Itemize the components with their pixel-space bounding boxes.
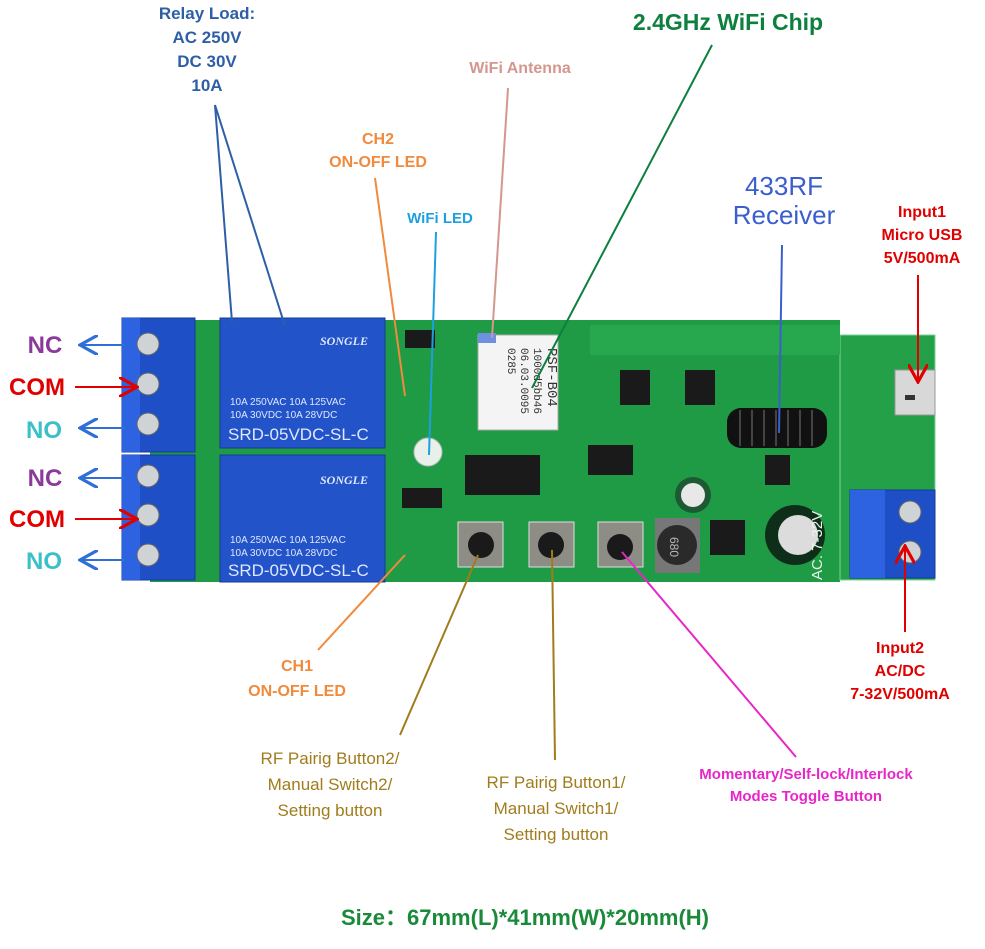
terminal-label-no: NO: [26, 548, 62, 575]
relay-brand: SONGLE: [320, 473, 368, 487]
silkscreen-voltage: AC. 7-32V: [809, 511, 826, 580]
ic-chip: [402, 488, 442, 508]
pointer-ch1-led: [317, 554, 406, 651]
label-line: AC/DC: [874, 663, 926, 680]
label-line: Receiver: [732, 200, 836, 230]
label-line: AC 250V: [172, 28, 242, 47]
pointer-wifi-chip: [531, 44, 713, 389]
terminal-label-no: NO: [26, 417, 62, 444]
relay-model: SRD-05VDC-SL-C: [228, 561, 369, 580]
button1-label: RF Pairig Button1/ Manual Switch1/ Setti…: [487, 770, 626, 848]
pointer-ch2-led: [374, 177, 406, 397]
module-text: 06.03.0095: [517, 348, 529, 414]
label-line: Setting button: [277, 801, 383, 820]
pointer-button2: [399, 554, 479, 736]
input2-label: Input2 AC/DC 7-32V/500mA: [850, 637, 950, 706]
ic-chip: [620, 370, 650, 405]
module-text: PSF-B04: [543, 348, 559, 407]
label-line: RF Pairig Button2/: [260, 749, 400, 768]
micro-usb-port: [894, 369, 936, 416]
label-line: ON-OFF LED: [248, 683, 346, 700]
mode-button-label: Momentary/Self-lock/Interlock Modes Togg…: [699, 764, 912, 808]
size-label: Size：67mm(L)*41mm(W)*20mm(H): [341, 905, 709, 930]
label-line: 10A: [191, 76, 223, 95]
ic-chip: [710, 520, 745, 555]
ch1-led-label: CH1 ON-OFF LED: [248, 654, 346, 704]
inductor-text: 680: [667, 537, 681, 557]
wifi-chip-label: 2.4GHz WiFi Chip: [632, 9, 824, 35]
label-line: 433RF: [744, 171, 824, 201]
label-line: 5V/500mA: [883, 250, 961, 267]
wifi-antenna-label: WiFi Antenna: [469, 60, 571, 77]
pointer-relay-load-1: [214, 104, 233, 323]
rf-coil: [727, 408, 827, 448]
wifi-led-label: WiFi LED: [407, 210, 473, 227]
button2-label: RF Pairig Button2/ Manual Switch2/ Setti…: [261, 746, 400, 824]
label-line: 7-32V/500mA: [850, 686, 950, 703]
pointer-wifi-led: [428, 231, 437, 456]
label-line: RF Pairig Button1/: [486, 773, 626, 792]
label-line: Manual Switch1/: [493, 799, 619, 818]
rf-receiver-label: 433RF Receiver: [733, 172, 836, 230]
label-line: Relay Load:: [158, 4, 256, 23]
power-terminal-block: [849, 489, 936, 579]
relay-rating: 10A 250VAC 10A 125VAC: [230, 535, 346, 546]
label-line: Input1: [898, 204, 946, 221]
button-rf-pairing-2[interactable]: [457, 521, 504, 568]
terminal-label-nc: NC: [27, 332, 63, 359]
ch2-led-label: CH2 ON-OFF LED: [329, 128, 427, 174]
label-line: CH2: [361, 131, 395, 148]
pointer-wifi-antenna: [491, 87, 509, 339]
regulator: [588, 445, 633, 475]
relay-rating: 10A 250VAC 10A 125VAC: [230, 397, 346, 408]
button-mode-toggle[interactable]: [597, 521, 644, 568]
relay-model: SRD-05VDC-SL-C: [228, 425, 369, 444]
ic-chip: [465, 455, 540, 495]
relay-brand: SONGLE: [320, 334, 368, 348]
label-line: Setting button: [503, 825, 609, 844]
pointer-mode-button: [621, 551, 797, 758]
relay-rating: 10A 30VDC 10A 28VDC: [230, 548, 337, 559]
inductor: 680: [655, 518, 700, 573]
pointer-relay-load-2: [214, 104, 286, 327]
label-line: ON-OFF LED: [329, 154, 427, 171]
relay-ch2: SONGLE 10A 250VAC 10A 125VAC 10A 30VDC 1…: [219, 317, 386, 449]
terminal-label-nc: NC: [27, 465, 63, 492]
label-line: Modes Toggle Button: [729, 788, 883, 805]
terminal-block-ch2: [121, 317, 196, 453]
pointer-button1: [551, 549, 556, 761]
label-line: Manual Switch2/: [267, 775, 393, 794]
ic-chip: [685, 370, 715, 405]
relay-ch1: SONGLE 10A 250VAC 10A 125VAC 10A 30VDC 1…: [219, 454, 386, 583]
label-line: DC 30V: [177, 52, 237, 71]
pointer-rf-receiver: [778, 244, 783, 434]
terminal-label-com: COM: [9, 374, 65, 401]
ic-chip: [405, 330, 435, 348]
label-line: Micro USB: [881, 227, 963, 244]
terminal-label-com: COM: [9, 506, 65, 533]
wifi-module: PSF-B04 1000d5bb46 06.03.0095 0285: [477, 333, 559, 431]
wifi-led-component: [413, 437, 443, 467]
relay-rating: 10A 30VDC 10A 28VDC: [230, 410, 337, 421]
label-line: Momentary/Self-lock/Interlock: [699, 766, 913, 783]
label-line: CH1: [280, 658, 314, 675]
input1-label: Input1 Micro USB 5V/500mA: [882, 201, 963, 270]
terminal-block-ch1: [121, 454, 196, 581]
module-text: 0285: [504, 348, 516, 374]
label-line: Input2: [876, 640, 924, 657]
relay-load-label: Relay Load: AC 250V DC 30V 10A: [159, 2, 255, 98]
